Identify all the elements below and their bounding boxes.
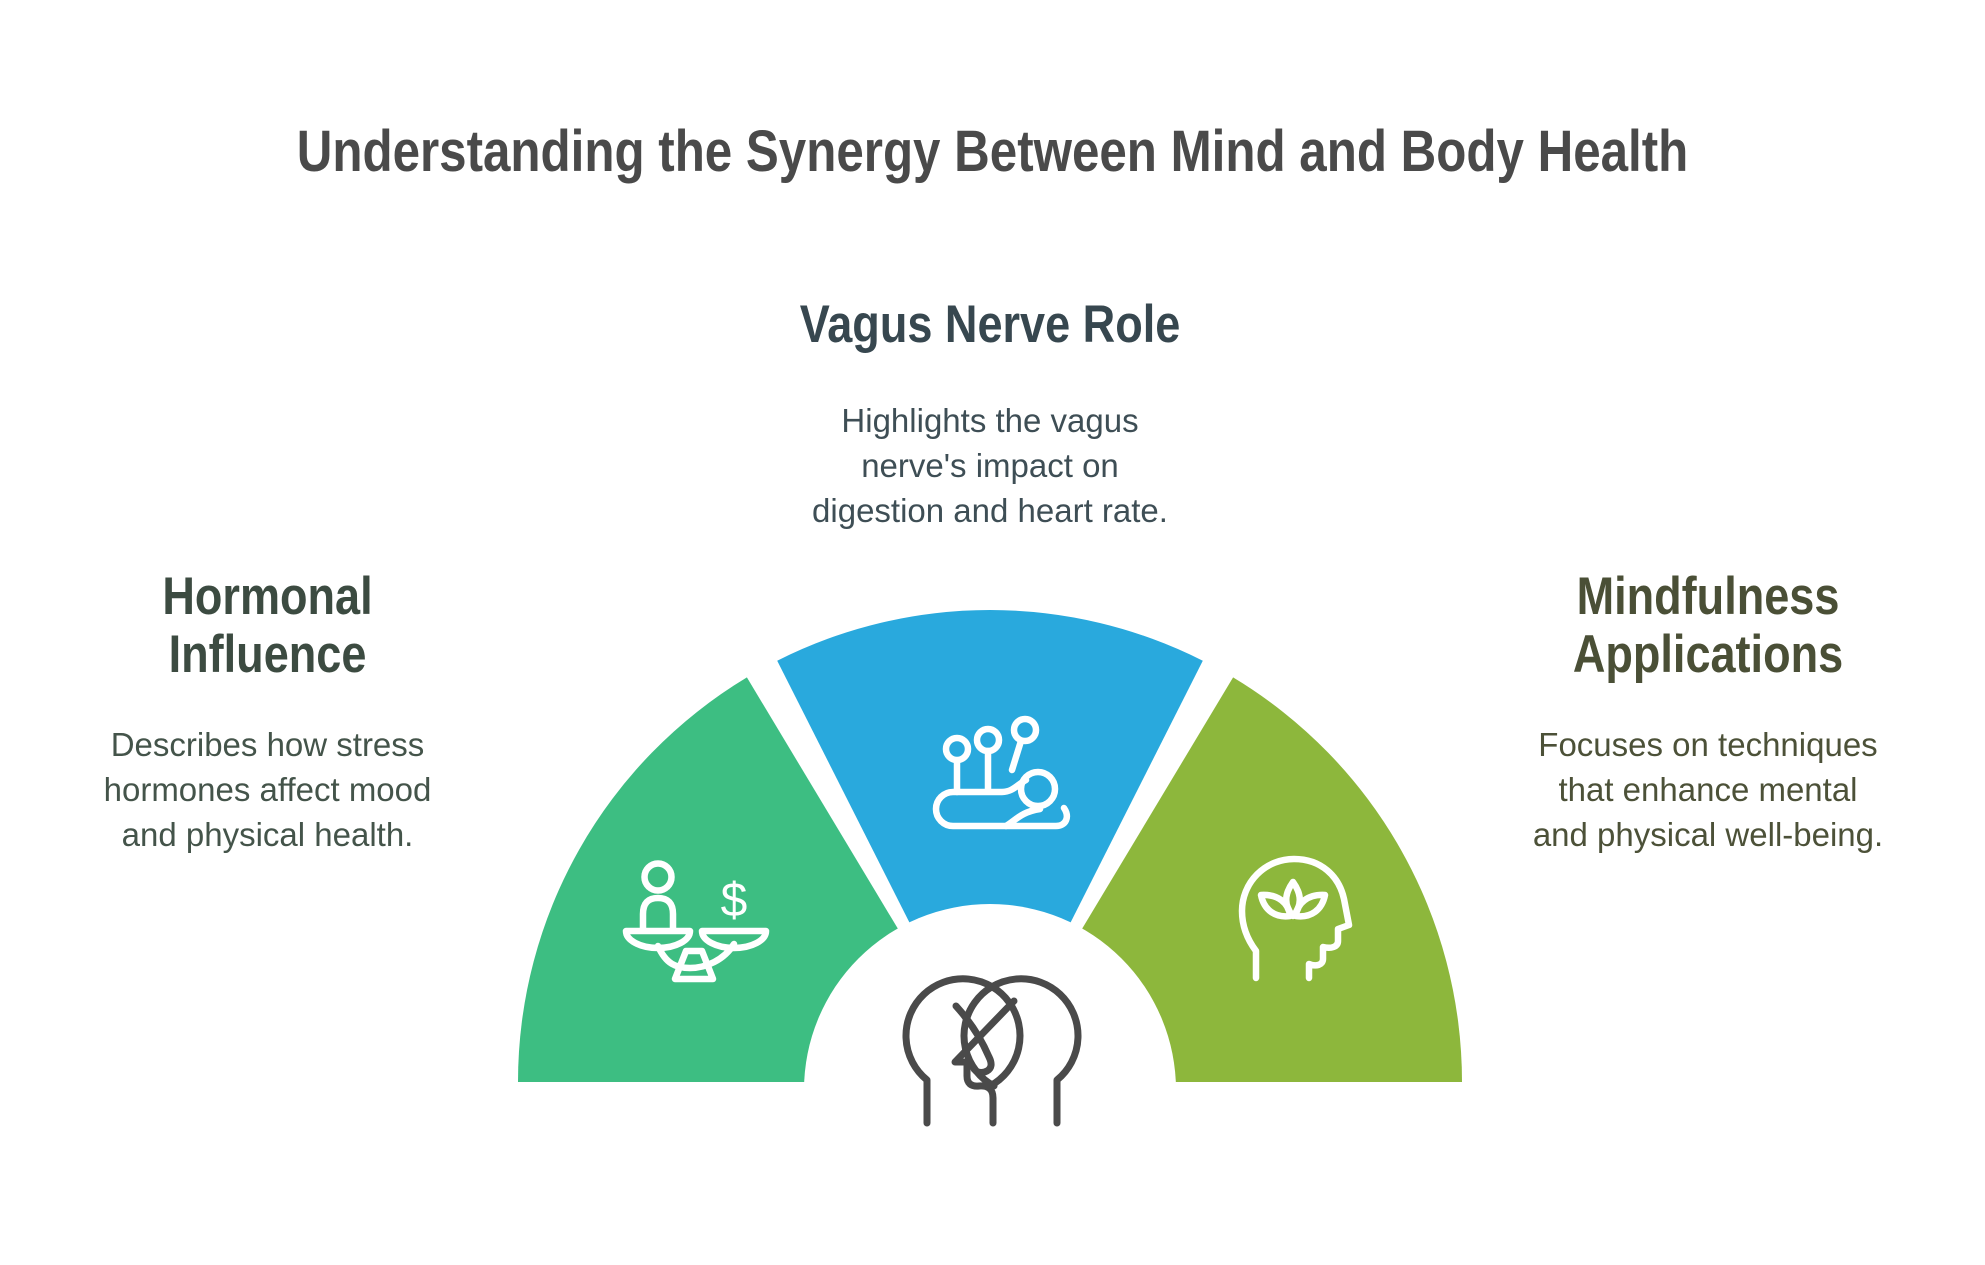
section-body-vagus: Highlights the vagus nerve's impact on d…: [690, 398, 1290, 533]
acupuncture-pin-head: [973, 725, 1003, 755]
balance-person-head: [641, 860, 675, 894]
lotus-petal-right: [1292, 891, 1329, 920]
body-line: Highlights the vagus: [841, 402, 1139, 439]
page-title: Understanding the Synergy Between Mind a…: [296, 119, 1689, 184]
heading-line: Mindfulness: [1576, 567, 1840, 626]
acupuncture-pin-head: [942, 734, 972, 764]
acupuncture-pin-head: [1010, 715, 1040, 745]
balance-beam: [654, 940, 738, 972]
lotus-petal-left: [1257, 891, 1294, 920]
balance-right-pan: [698, 927, 770, 952]
acupuncture-head: [1017, 768, 1059, 810]
acupuncture-arm: [1002, 805, 1044, 830]
balance-person-body: [639, 894, 677, 933]
body-line: Describes how stress: [110, 726, 425, 763]
section-heading-mindfulness: Mindfulness Applications: [1517, 568, 1900, 684]
left-head-outline: [902, 975, 1024, 1127]
balance-scale-icon: $: [622, 860, 770, 983]
body-line: that enhance mental: [1558, 771, 1858, 808]
body-line: and physical health.: [121, 816, 414, 853]
section-heading-vagus: Vagus Nerve Role: [799, 295, 1181, 354]
heading-line: Applications: [1572, 625, 1844, 684]
lotus-head-outline: [1238, 855, 1353, 982]
heading-line: Influence: [168, 625, 367, 684]
acupuncture-icon: [932, 715, 1070, 830]
body-line: and physical well-being.: [1532, 816, 1884, 853]
body-line: hormones affect mood: [103, 771, 432, 808]
segment-vagus: [777, 610, 1203, 1082]
body-line: Focuses on techniques: [1538, 726, 1878, 763]
two-heads-icon: [902, 975, 1082, 1127]
dollar-glyph: $: [721, 874, 748, 927]
acupuncture-body: [932, 776, 1070, 830]
heading-line: Hormonal: [162, 567, 373, 626]
section-heading-hormonal: Hormonal Influence: [74, 568, 461, 684]
body-line: digestion and heart rate.: [812, 492, 1168, 529]
left-face-profile: [952, 1002, 995, 1077]
section-body-mindfulness: Focuses on techniques that enhance menta…: [1483, 722, 1933, 857]
balance-base: [671, 947, 717, 983]
body-line: nerve's impact on: [861, 447, 1119, 484]
head-lotus-icon: [1238, 855, 1353, 982]
acupuncture-pin: [1008, 737, 1025, 774]
right-face-profile: [951, 997, 1018, 1127]
section-body-hormonal: Describes how stress hormones affect moo…: [40, 722, 495, 857]
